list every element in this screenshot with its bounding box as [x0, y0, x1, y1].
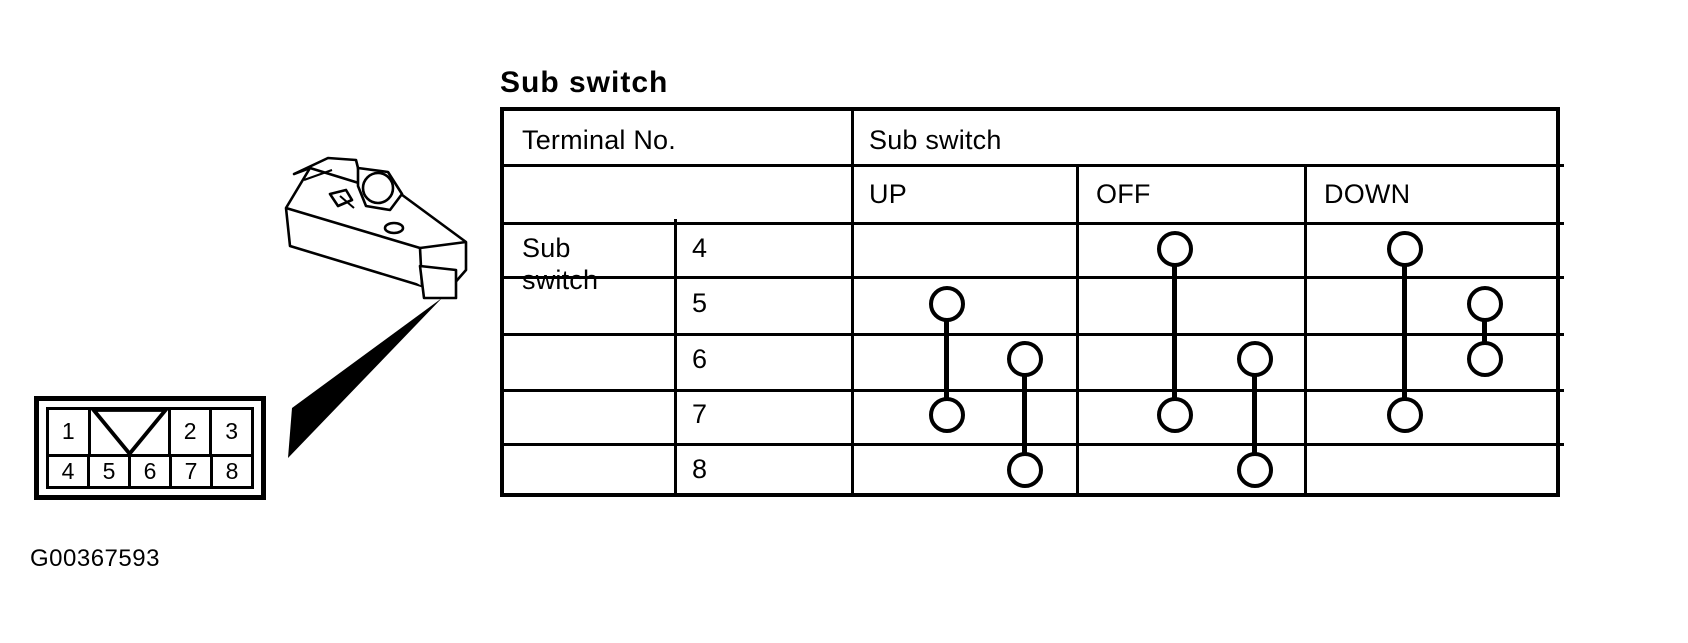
terminal-no-5: 5: [692, 288, 708, 318]
table-rule-v-terminal: [674, 219, 677, 497]
terminal-no-7: 7: [692, 399, 708, 429]
keyway-notch-icon: [90, 410, 171, 457]
continuity-link-up-6-8: [1022, 359, 1027, 464]
table-rule-h-header-split: [504, 164, 1564, 167]
contact-dot-down-7: [1387, 397, 1423, 433]
continuity-link-up-5-7: [944, 304, 949, 409]
contact-dot-up-6: [1007, 341, 1043, 377]
callout-pointer: [288, 298, 442, 458]
contact-dot-up-7: [929, 397, 965, 433]
figure-id-label: G00367593: [30, 545, 160, 572]
table-rule-v-up: [851, 111, 854, 497]
connector-bottom-row: 4 5 6 7 8: [49, 456, 251, 486]
contact-dot-up-5: [929, 286, 965, 322]
connector-pin-1: 1: [49, 410, 91, 457]
connector-pin-5: 5: [90, 456, 131, 486]
row-group-label-line2: switch: [522, 264, 599, 295]
connector-pin-7: 7: [172, 456, 213, 486]
table-rule-h-row4: [504, 276, 1564, 279]
row-group-label-line1: Sub: [522, 233, 571, 263]
header-terminal-no: Terminal No.: [522, 125, 676, 155]
table-rule-v-down: [1304, 164, 1307, 497]
header-position-up: UP: [869, 179, 907, 209]
contact-dot-off-8: [1237, 452, 1273, 488]
contact-dot-off-7: [1157, 397, 1193, 433]
connector-top-row: 1 2 3: [49, 410, 251, 457]
contact-dot-down-5: [1467, 286, 1503, 322]
connector-pin-8: 8: [225, 457, 239, 484]
table-rule-h-row5: [504, 333, 1564, 336]
connector-pin-3: 3: [212, 410, 251, 457]
connector-pin-4: 4: [49, 456, 90, 486]
continuity-link-down-4-7: [1402, 249, 1407, 409]
header-position-down: DOWN: [1324, 179, 1411, 209]
connector-pin-grid: 1 2 3 4 5 6 7 8: [46, 407, 254, 489]
table-rule-v-off: [1076, 164, 1079, 497]
contact-dot-down-6: [1467, 341, 1503, 377]
table-rule-h-header-bottom: [504, 222, 1564, 225]
continuity-link-down-5-6: [1482, 304, 1487, 354]
contact-dot-off-4: [1157, 231, 1193, 267]
connector-pin-2: 2: [170, 410, 213, 457]
contact-dot-off-6: [1237, 341, 1273, 377]
header-sub-switch-group: Sub switch: [869, 125, 1002, 155]
terminal-no-6: 6: [692, 344, 708, 374]
terminal-no-8: 8: [692, 454, 708, 484]
connector-pinout-diagram: 1 2 3 4 5 6 7 8: [34, 396, 266, 500]
connector-pin-6: 6: [131, 456, 172, 486]
terminal-no-4: 4: [692, 233, 708, 263]
table-rule-h-row7: [504, 443, 1564, 446]
contact-dot-up-8: [1007, 452, 1043, 488]
contact-dot-down-4: [1387, 231, 1423, 267]
page-title: Sub switch: [500, 66, 669, 99]
continuity-link-off-6-8: [1252, 359, 1257, 464]
header-position-off: OFF: [1096, 179, 1151, 209]
continuity-link-off-4-7: [1172, 249, 1177, 409]
power-window-switch-illustration: [284, 156, 468, 300]
table-rule-h-row6: [504, 389, 1564, 392]
